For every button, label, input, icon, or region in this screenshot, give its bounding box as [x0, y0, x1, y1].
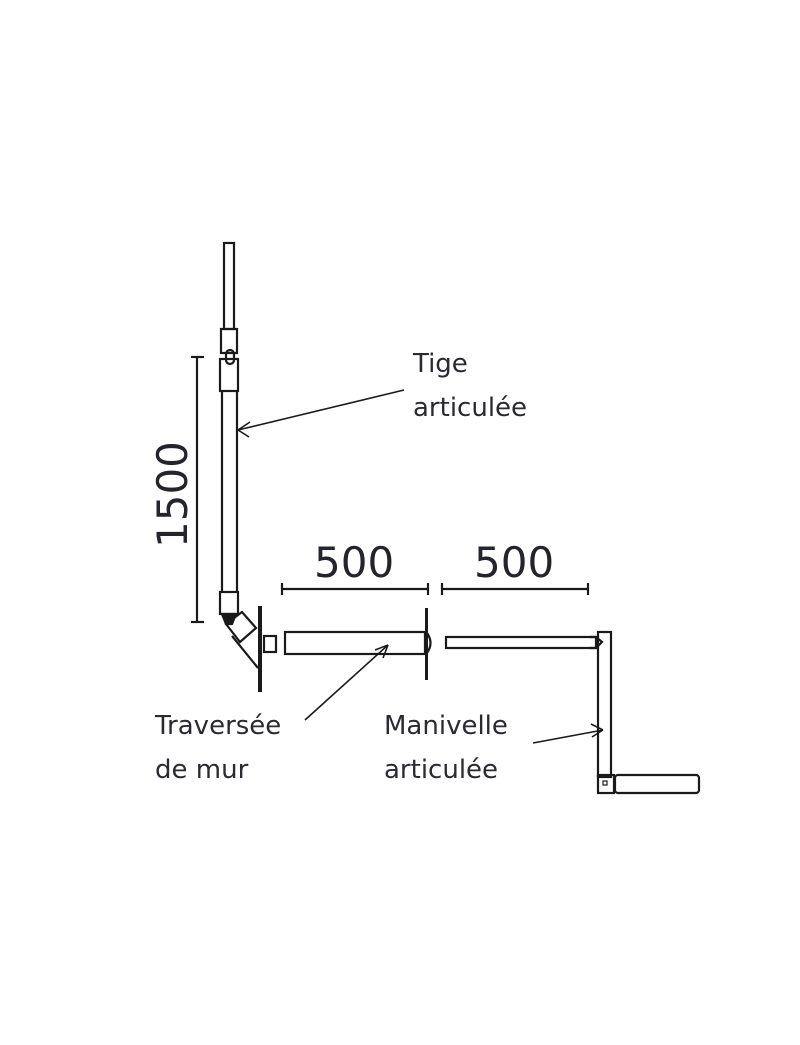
- label-tige-line2: articulée: [413, 393, 528, 423]
- wall-plate: [258, 606, 278, 692]
- label-manivelle-line2: articulée: [384, 755, 499, 785]
- wall-crossing-tube: [283, 608, 432, 680]
- leader-arrow-manivelle: [532, 723, 604, 744]
- crank-rod: [444, 630, 701, 795]
- dimension-line-left: [280, 583, 430, 595]
- dimension-line-right: [440, 583, 590, 595]
- angle-joint: [220, 610, 259, 669]
- articulated-rod: [218, 241, 240, 616]
- label-traversee-line1: Traversée: [155, 711, 282, 741]
- leader-arrow-tige: [237, 389, 405, 438]
- dimension-line-vertical: [191, 355, 204, 624]
- label-tige-line1: Tige: [413, 349, 468, 379]
- dimension-right-label: 500: [474, 538, 555, 587]
- label-manivelle-line1: Manivelle: [384, 711, 508, 741]
- dimension-vertical-label: 1500: [148, 441, 197, 548]
- dimension-left-label: 500: [314, 538, 395, 587]
- label-traversee-line2: de mur: [155, 755, 249, 785]
- leader-arrow-traversee: [304, 644, 389, 721]
